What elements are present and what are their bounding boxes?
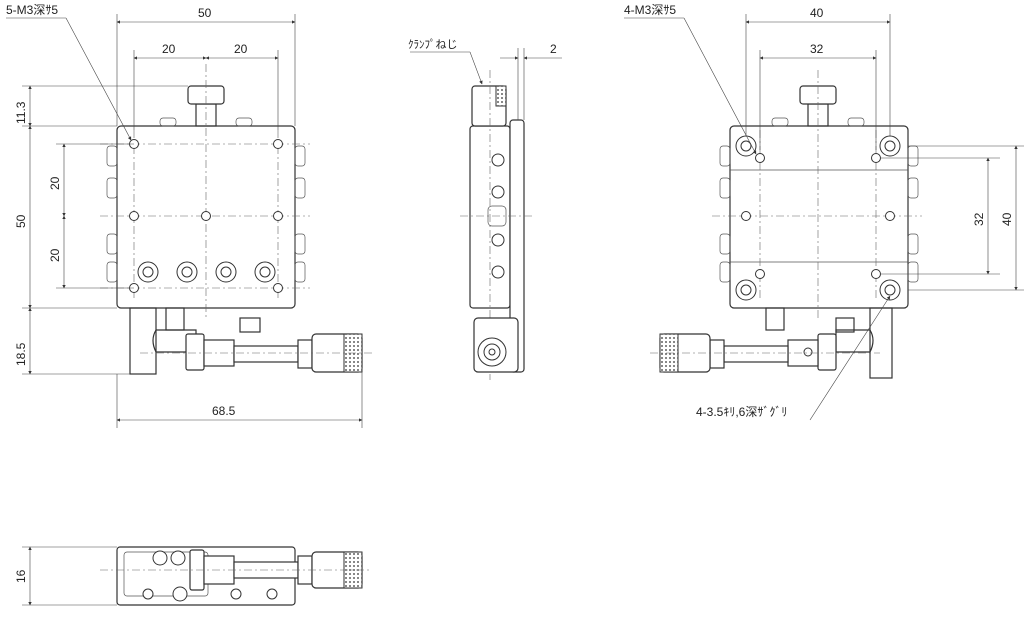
rear-counterbores xyxy=(735,135,901,301)
callout-clamp-screw: ｸﾗﾝﾌﾟねじ xyxy=(408,38,458,51)
callout-5-m3: 5-M3深ｻ5 xyxy=(6,3,58,17)
rear-view: 4-M3深ｻ5 40 32 32 40 4-3.5ｷﾘ,6深ｻﾞｸﾞﾘ xyxy=(624,3,1024,421)
callout-4-m3: 4-M3深ｻ5 xyxy=(624,3,676,17)
side-screws xyxy=(487,153,507,279)
dim-2: 2 xyxy=(550,42,557,56)
rear-micrometer xyxy=(650,307,893,379)
dim-32-pitch: 32 xyxy=(810,42,824,56)
counterbore-holes xyxy=(137,261,276,283)
dim-50-height: 50 xyxy=(14,214,28,228)
dim-68-5: 68.5 xyxy=(212,404,236,418)
dim-16: 16 xyxy=(14,569,28,583)
micrometer-assembly xyxy=(129,307,372,375)
dim-40-width: 40 xyxy=(810,6,824,20)
callout-counterbore: 4-3.5ｷﾘ,6深ｻﾞｸﾞﾘ xyxy=(696,405,787,419)
bottom-dimensions xyxy=(22,546,117,606)
side-dimensions xyxy=(410,48,562,120)
dim-40-right: 40 xyxy=(1000,212,1014,226)
rear-dimensions xyxy=(624,14,1024,421)
dim-50-width: 50 xyxy=(198,6,212,20)
side-view: ｸﾗﾝﾌﾟねじ 2 xyxy=(408,38,562,380)
side-rails xyxy=(106,145,306,283)
rear-tapped-holes xyxy=(741,153,895,279)
bottom-view: 16 xyxy=(14,546,372,606)
dim-18-5: 18.5 xyxy=(14,342,28,366)
dim-11-3: 11.3 xyxy=(14,101,28,124)
dim-20-upper: 20 xyxy=(48,176,62,190)
dim-32-right: 32 xyxy=(972,212,986,226)
dim-20-left: 20 xyxy=(162,42,176,56)
dim-20-lower: 20 xyxy=(48,248,62,262)
front-view: 5-M3深ｻ5 50 20 20 11.3 50 20 20 18.5 68.5 xyxy=(6,3,372,428)
front-dimensions xyxy=(6,14,363,428)
dim-20-right: 20 xyxy=(234,42,248,56)
